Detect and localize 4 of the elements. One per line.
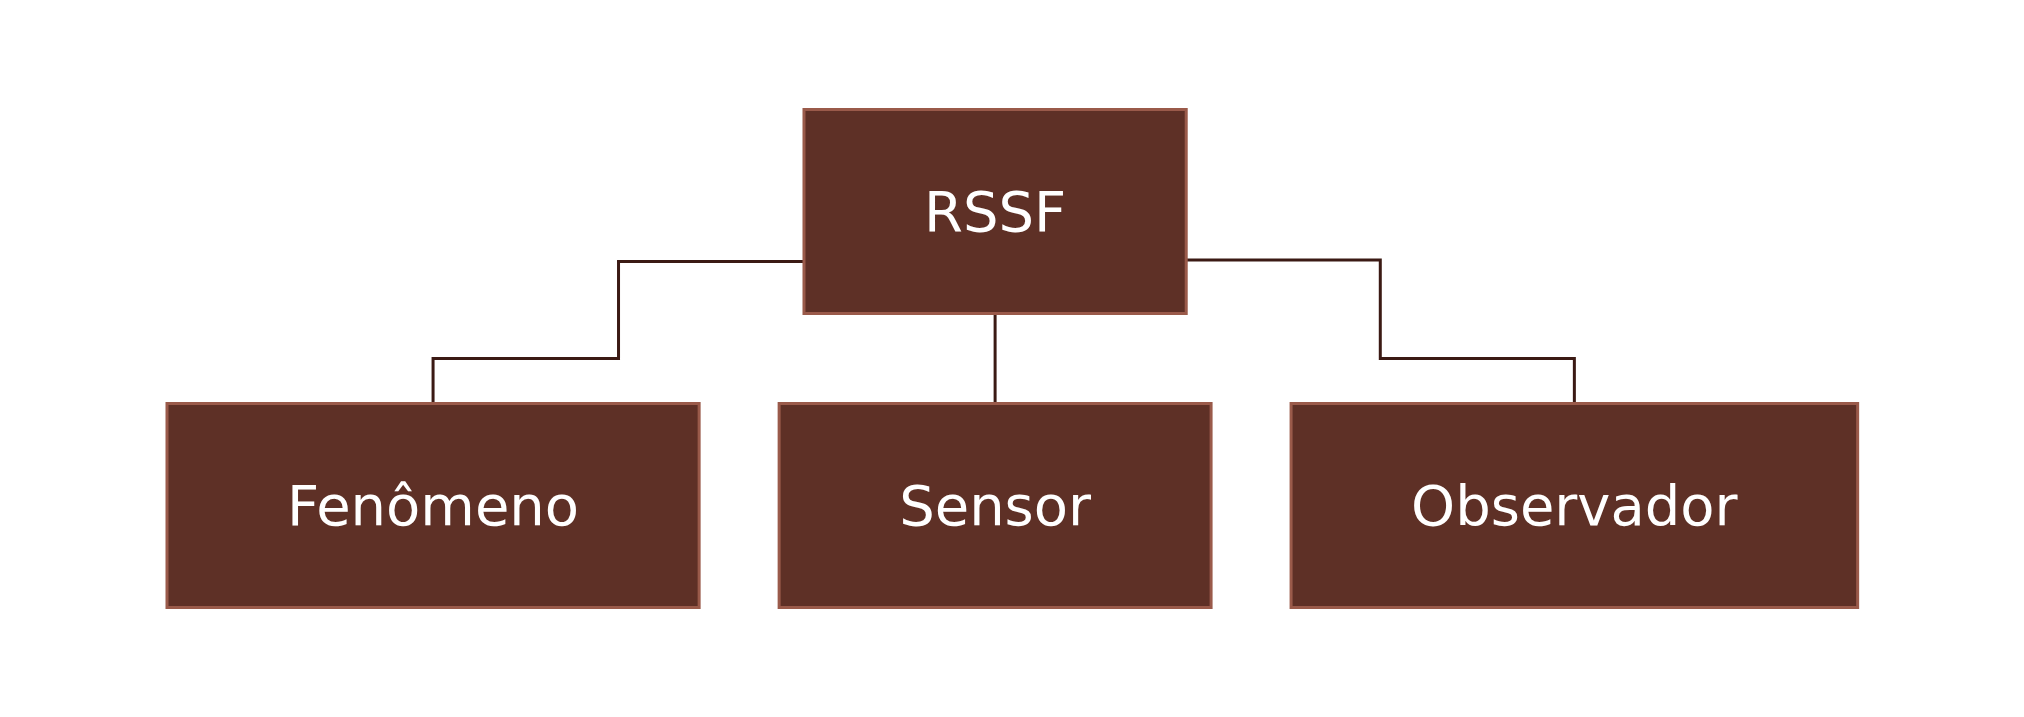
node-box: RSSF <box>802 108 1188 315</box>
node-box: Observador <box>1289 402 1859 609</box>
node-box: Fenômeno <box>165 402 701 609</box>
node-box: Sensor <box>777 402 1213 609</box>
